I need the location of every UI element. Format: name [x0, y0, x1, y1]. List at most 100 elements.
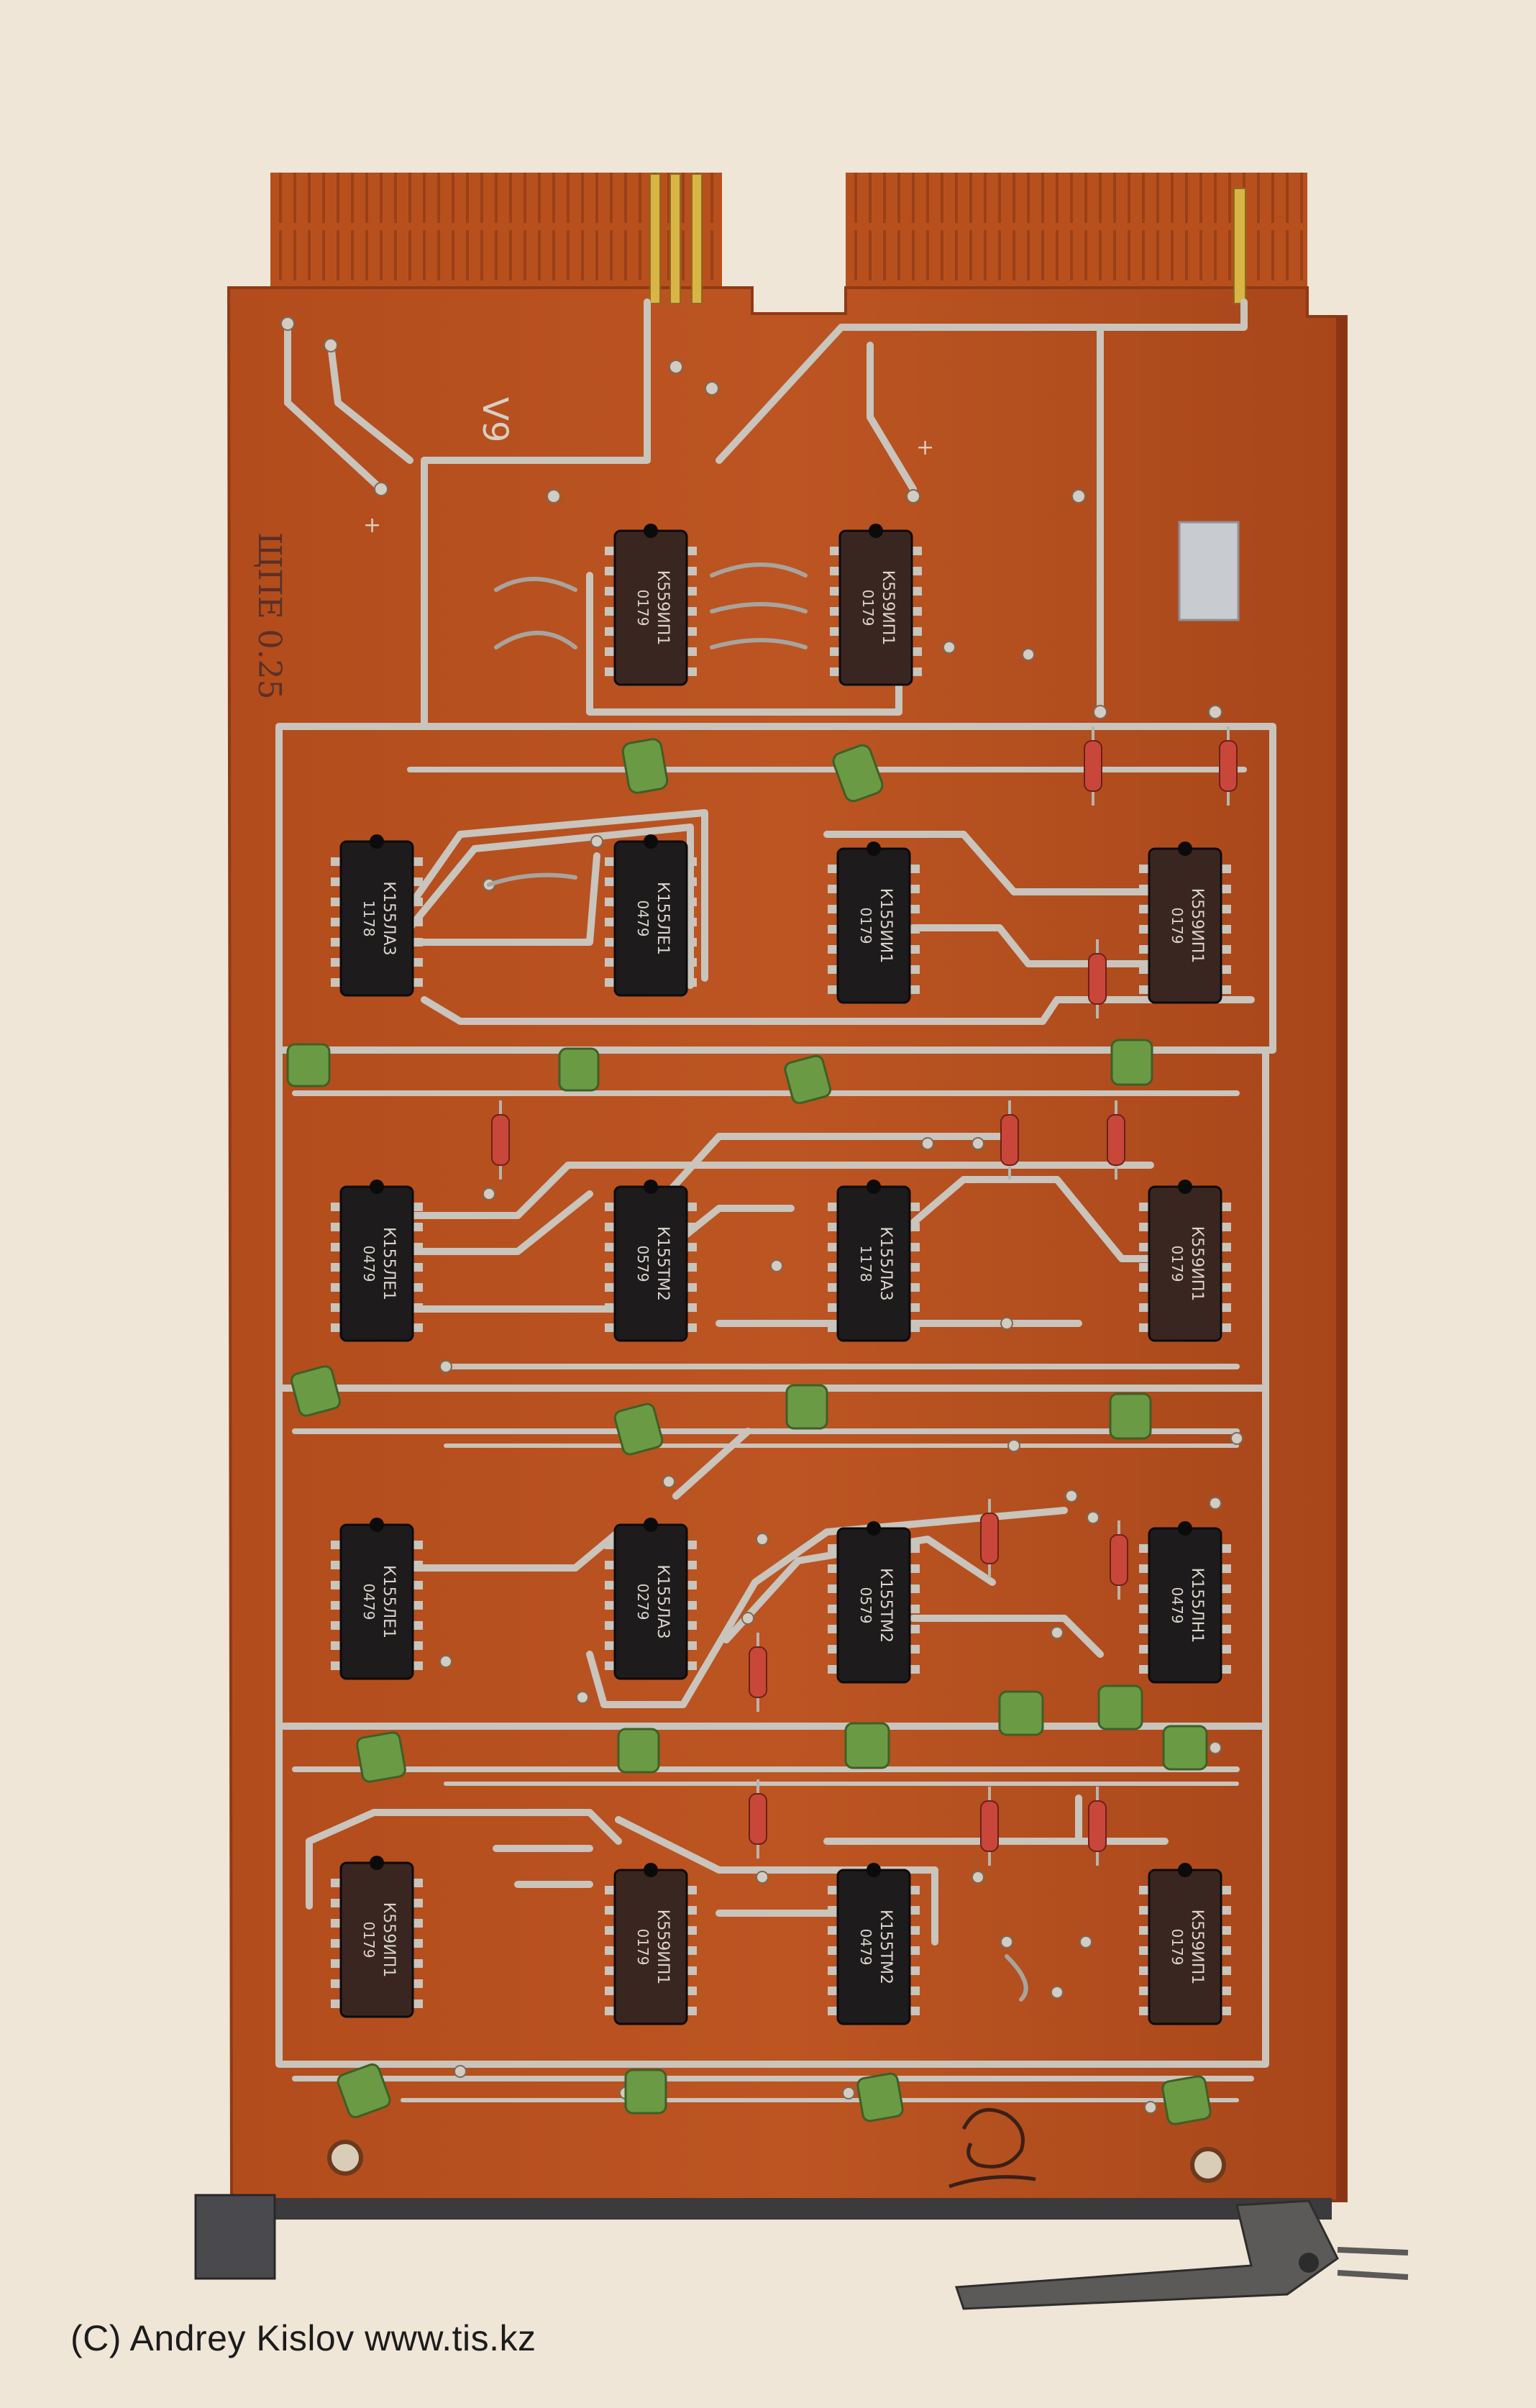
resistor	[1107, 1114, 1125, 1166]
ic-pin	[687, 1906, 697, 1915]
ic-pin	[331, 1283, 341, 1292]
ic-pin	[413, 1203, 423, 1211]
ic-pin	[1139, 905, 1149, 913]
ic-pin	[605, 1987, 615, 1995]
ic-pin	[1139, 925, 1149, 934]
ic-pin	[1221, 1263, 1231, 1272]
ic-pin	[687, 1661, 697, 1670]
ic-pin	[687, 1283, 697, 1292]
ic-date-code: 1178	[360, 900, 378, 937]
ic-pin	[1221, 1283, 1231, 1292]
ic-pin	[1221, 905, 1231, 913]
ic-pin	[1221, 965, 1231, 974]
ic-pin	[830, 587, 840, 596]
ic-pin	[1139, 1605, 1149, 1613]
ic-pin	[687, 1621, 697, 1630]
capacitor	[1162, 1725, 1208, 1771]
ic-pin	[1221, 865, 1231, 873]
ic-pin	[1139, 1323, 1149, 1332]
circuit-board: V9 ЩПЕ 0.25 + +	[227, 173, 1348, 2202]
ic-pin	[910, 1906, 920, 1915]
capacitor	[856, 2072, 904, 2122]
ic-pin	[413, 1959, 423, 1968]
connector-right	[846, 173, 1307, 302]
ic-pin	[413, 958, 423, 967]
ic-pin	[605, 607, 615, 616]
ic-pin	[605, 647, 615, 656]
ic-pin	[687, 1203, 697, 1211]
ic-pin	[910, 1283, 920, 1292]
ic-part-number: К155ЛЕ1	[380, 1227, 398, 1300]
wire-jumpers	[487, 562, 1028, 2002]
ic-pin	[413, 1641, 423, 1650]
ic-part-number: К155ЛЕ1	[654, 882, 672, 955]
ic-pin	[331, 1641, 341, 1650]
ic-notch	[370, 1856, 384, 1870]
mounting-holes	[327, 2140, 1226, 2183]
ic-pin	[331, 1939, 341, 1948]
ic-pin	[331, 978, 341, 987]
ic-pin	[605, 958, 615, 967]
silk-v9: V9	[475, 397, 515, 442]
ic-pin	[912, 607, 922, 616]
ic-part-number: К155ТМ2	[877, 1910, 895, 1984]
ic-pin	[331, 857, 341, 866]
ic-pin	[1221, 1303, 1231, 1312]
ic-pin	[687, 857, 697, 866]
ic-pin	[910, 865, 920, 873]
ic-pin	[605, 1946, 615, 1955]
ic-pin	[1139, 1926, 1149, 1935]
ic-notch	[370, 1180, 384, 1194]
ic-pin	[1139, 1544, 1149, 1553]
ic-pin	[828, 1605, 838, 1613]
ic-pin	[1139, 1946, 1149, 1955]
ic-pin	[605, 1541, 615, 1549]
ic-pin	[1139, 1645, 1149, 1654]
ic-part-number: К559ИП1	[1188, 888, 1206, 964]
ic-pin	[1139, 965, 1149, 974]
ic-pin	[413, 1879, 423, 1887]
ic-pin	[1139, 1886, 1149, 1894]
capacitor	[617, 1728, 660, 1774]
ic-pin	[910, 1966, 920, 1975]
ic-pin	[910, 1243, 920, 1251]
ic-notch	[644, 834, 658, 849]
ic-date-code: 0179	[859, 590, 877, 626]
ic-pin	[828, 1987, 838, 1995]
capacitor	[356, 1731, 406, 1783]
ic-pin	[828, 1665, 838, 1674]
ic-part-number: К155ЛН1	[1188, 1568, 1206, 1643]
ic-pin	[910, 905, 920, 913]
ic-pin	[1139, 865, 1149, 873]
ic-pin	[1221, 1625, 1231, 1633]
ic-pin	[413, 1243, 423, 1251]
svg-text:+: +	[916, 435, 934, 460]
ic-pin	[1139, 985, 1149, 994]
ic-pin	[828, 1243, 838, 1251]
ic-pin	[828, 1645, 838, 1654]
ic-pin	[687, 898, 697, 906]
ic-pin	[1139, 1906, 1149, 1915]
ic-notch	[867, 1863, 881, 1877]
ic-date-code: 0179	[360, 1922, 378, 1958]
traces	[275, 298, 1276, 2102]
ic-pin	[605, 1203, 615, 1211]
ic-pin	[687, 938, 697, 947]
ic-pin	[413, 898, 423, 906]
ic-pin	[1221, 985, 1231, 994]
ic-part-number: К155ЛА3	[877, 1226, 895, 1300]
ic-pin	[910, 1564, 920, 1573]
pads	[280, 316, 1243, 2114]
ic-pin	[413, 918, 423, 926]
ic-pin	[1221, 945, 1231, 954]
capacitor	[621, 738, 669, 794]
ic-pin	[331, 1601, 341, 1610]
ic-part-number: К155ЛА3	[380, 881, 398, 955]
ic-pin	[331, 1263, 341, 1272]
